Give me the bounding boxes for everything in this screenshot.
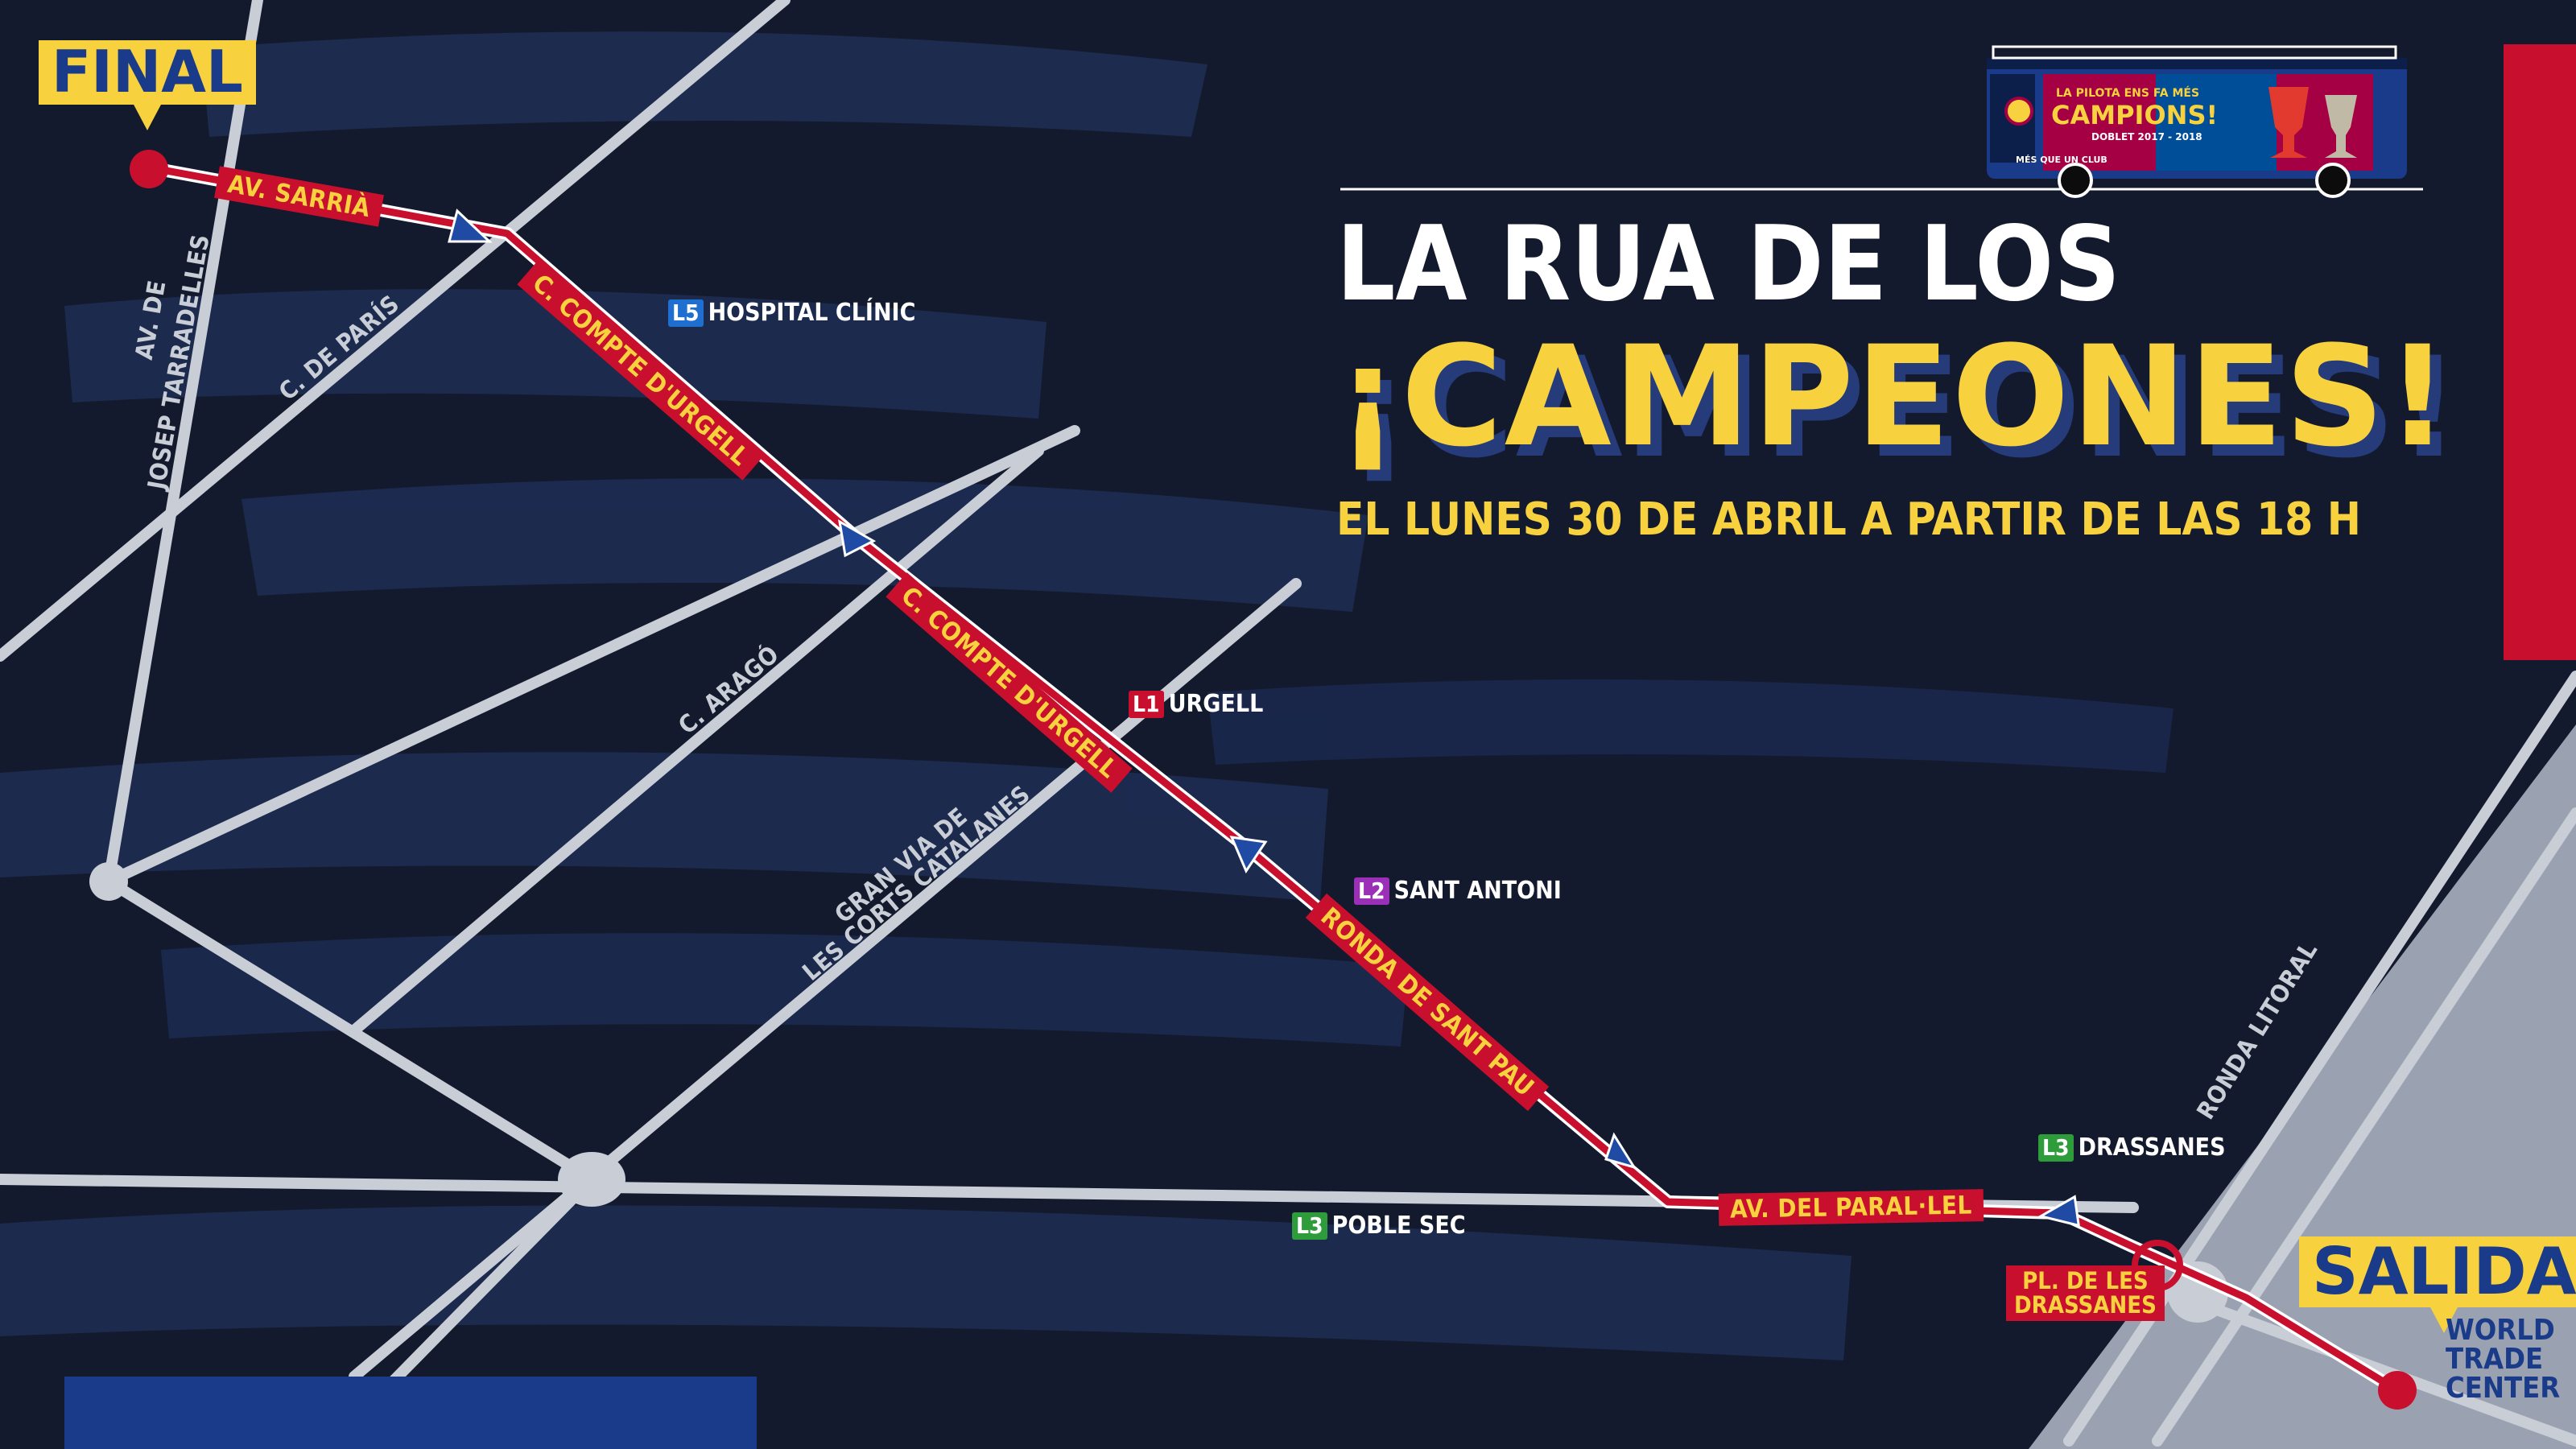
blue-accent-bar: [64, 1377, 757, 1449]
headline-line-1: LA RUA DE LOS: [1336, 204, 2120, 324]
start-place-label: WORLD TRADE CENTER: [2446, 1316, 2560, 1403]
direction-arrows: [448, 208, 2081, 1228]
metro-station-name: SANT ANTONI: [1393, 877, 1562, 905]
metro-station-drassanes: L3 DRASSANES: [2038, 1133, 2226, 1162]
svg-text:CAMPIONS!: CAMPIONS!: [2051, 100, 2218, 130]
roundabout-gran-via: [558, 1152, 625, 1207]
start-place-line-1: WORLD: [2446, 1314, 2555, 1347]
direction-arrow-icon: [1604, 1132, 1637, 1170]
metro-line-badge: L5: [668, 299, 704, 327]
bus-wheel-icon: [2058, 163, 2093, 198]
event-date: EL LUNES 30 DE ABRIL A PARTIR DE LAS 18 …: [1336, 493, 2361, 546]
start-place-line-2: TRADE: [2446, 1343, 2544, 1376]
direction-arrow-icon: [2037, 1195, 2081, 1228]
start-marker-salida: SALIDA: [2299, 1236, 2576, 1333]
direction-arrow-icon: [838, 519, 877, 558]
end-marker-final: FINAL: [39, 40, 256, 130]
open-top-bus-illustration: LA PILOTA ENS FA MÉS CAMPIONS! DOBLET 20…: [1987, 45, 2407, 198]
metro-line-badge: L2: [1354, 877, 1389, 905]
trophy-icon: [2268, 87, 2309, 158]
metro-station-name: DRASSANES: [2078, 1133, 2226, 1162]
metro-station-urgell: L1 URGELL: [1129, 690, 1263, 718]
brush-texture: [0, 31, 2174, 1360]
street-c-arago: [103, 425, 1080, 887]
street-diagonal-b: [349, 445, 1044, 1036]
metro-station-sant-antoni: L2 SANT ANTONI: [1354, 877, 1562, 905]
metro-station-poble-sec: L3 POBLE SEC: [1292, 1212, 1466, 1240]
direction-arrow-icon: [448, 208, 493, 243]
headline-block: LA RUA DE LOS ¡CAMPEONES! EL LUNES 30 DE…: [1336, 204, 2451, 547]
roundabout-tarradelles: [89, 862, 128, 901]
svg-text:DOBLET 2017 - 2018: DOBLET 2017 - 2018: [2091, 131, 2202, 142]
start-point-dot: [2378, 1371, 2417, 1410]
street-ronda-litoral-b: [2152, 807, 2576, 1447]
svg-text:LA PILOTA ENS FA MÉS: LA PILOTA ENS FA MÉS: [2056, 86, 2199, 100]
metro-station-name: URGELL: [1168, 690, 1264, 718]
route-label-av-parallel: AV. DEL PARAL·LEL: [1718, 1189, 1984, 1226]
svg-text:MÉS QUE UN CLUB: MÉS QUE UN CLUB: [2016, 155, 2107, 165]
metro-line-badge: L3: [2038, 1133, 2074, 1162]
end-point-dot: [130, 150, 168, 188]
metro-station-name: HOSPITAL CLÍNIC: [708, 299, 916, 327]
bus-wheel-icon: [2315, 163, 2351, 198]
metro-station-hospital-clinic: L5 HOSPITAL CLÍNIC: [668, 299, 915, 327]
headline-line-2: ¡CAMPEONES!: [1336, 316, 2451, 477]
metro-station-name: POBLE SEC: [1331, 1212, 1466, 1240]
metro-line-badge: L3: [1292, 1212, 1327, 1240]
trophy-icon: [2325, 95, 2357, 158]
route-label-pl-drassanes: PL. DE LES DRASSANES: [2006, 1265, 2165, 1321]
fcb-crest-icon: [2004, 97, 2033, 126]
street-av-josep-tarradelles: [103, 0, 263, 887]
red-accent-bar: [2504, 44, 2576, 660]
route-label-drassanes: DRASSANES: [2014, 1291, 2157, 1319]
route-label-pl-de-les: PL. DE LES: [2022, 1267, 2149, 1294]
start-place-line-3: CENTER: [2446, 1372, 2561, 1405]
metro-line-badge: L1: [1129, 690, 1164, 718]
direction-arrow-icon: [1229, 836, 1268, 874]
street-c-paris: [0, 0, 791, 662]
